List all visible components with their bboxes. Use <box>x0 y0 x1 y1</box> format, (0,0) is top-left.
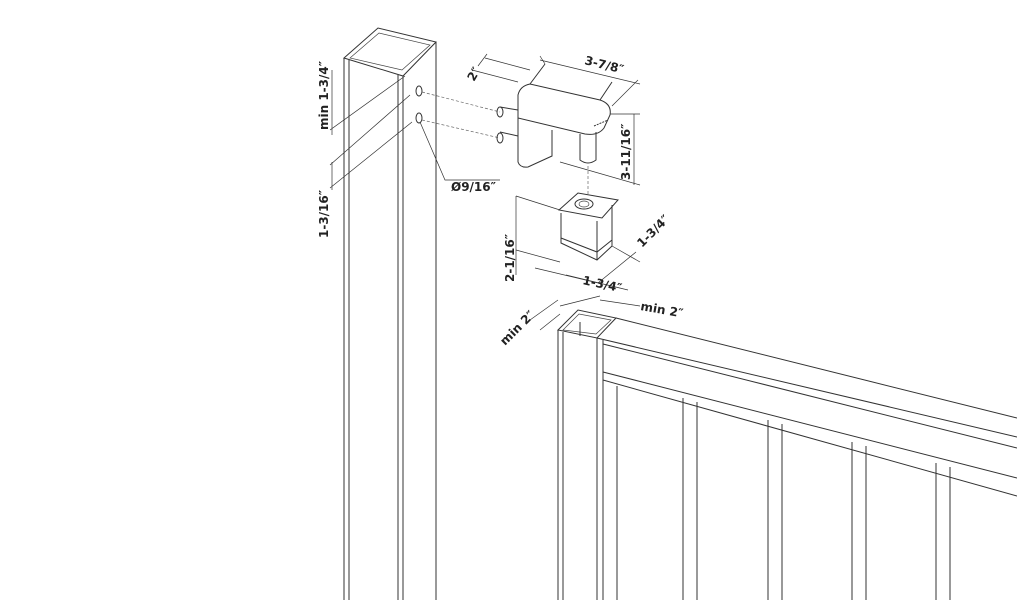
dim-bracket-depth: 2″ <box>464 64 483 83</box>
dim-post-hole-offset: min 1-3/4″ <box>317 60 331 130</box>
mounting-hole-lower <box>415 112 423 124</box>
dim-bracket-width: 3-7/8″ <box>583 53 626 76</box>
dim-cap-height: 2-1/16″ <box>503 233 517 282</box>
dim-hole-spacing: 1-3/16″ <box>317 189 331 238</box>
gate-post <box>556 309 617 600</box>
dim-cap-depth: 1-3/4″ <box>634 212 672 250</box>
dimension-lines <box>329 53 641 331</box>
dim-bracket-height: 3-11/16″ <box>619 123 633 180</box>
dim-cap-width: 1-3/4″ <box>581 273 623 295</box>
dim-post-min-width: min 2″ <box>639 299 684 320</box>
mounting-hole-upper <box>415 85 423 97</box>
gate-pickets <box>616 386 951 600</box>
gate-rail <box>596 317 1017 497</box>
left-post <box>342 27 501 600</box>
dim-hole-diameter: Ø9/16″ <box>451 180 497 194</box>
dim-post-min-depth: min 2″ <box>497 307 538 348</box>
post-cap <box>557 192 619 261</box>
hinge-bracket <box>496 63 613 196</box>
